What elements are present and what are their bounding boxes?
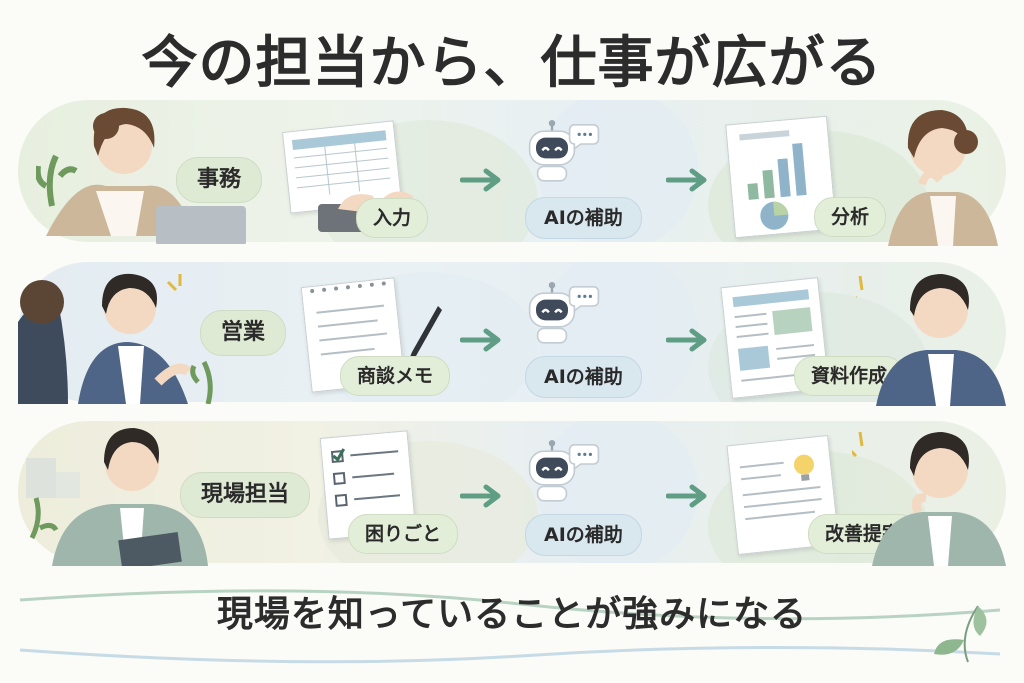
page-title: 今の担当から、仕事が広がる [141,31,883,96]
ai-assist-label: AIの補助 [525,197,642,239]
ai-assist-label: AIの補助 [525,356,642,398]
arrow-right-icon [666,168,707,192]
analysis-chart-document [725,115,837,239]
arrow-right-icon [460,168,501,192]
ai-robot-icon [528,440,600,502]
salesperson-illustration [18,273,213,404]
result-label-documents: 資料作成 [794,356,905,396]
arrow-right-icon [666,484,707,508]
footer-message: 現場を知っていることが強みになる [216,594,808,635]
role-label-field: 現場担当 [180,472,311,518]
ai-robot-icon [528,120,600,182]
leaf-icon [934,605,987,663]
field-worker-thinking-illustration [852,431,1006,566]
office-worker-illustration [36,107,246,244]
thinking-woman-illustration [888,110,998,246]
decorative-wave [19,589,1001,664]
salesman-illustration [856,274,1006,406]
arrow-right-icon [460,328,501,352]
role-label-office: 事務 [176,157,263,203]
result-label-analysis: 分析 [814,197,887,237]
role-label-sales: 営業 [200,310,287,356]
task-label-problems: 困りごと [348,514,459,554]
ai-assist-label: AIの補助 [525,514,642,556]
checklist-document [319,430,417,540]
arrow-right-icon [666,328,707,352]
task-label-input: 入力 [356,198,429,238]
task-label-meeting-notes: 商談メモ [340,356,451,396]
pen-icon [408,306,442,362]
field-worker-illustration [26,428,208,566]
ai-robot-icon [528,282,600,344]
spreadsheet-document [282,120,402,214]
arrow-right-icon [460,484,501,508]
